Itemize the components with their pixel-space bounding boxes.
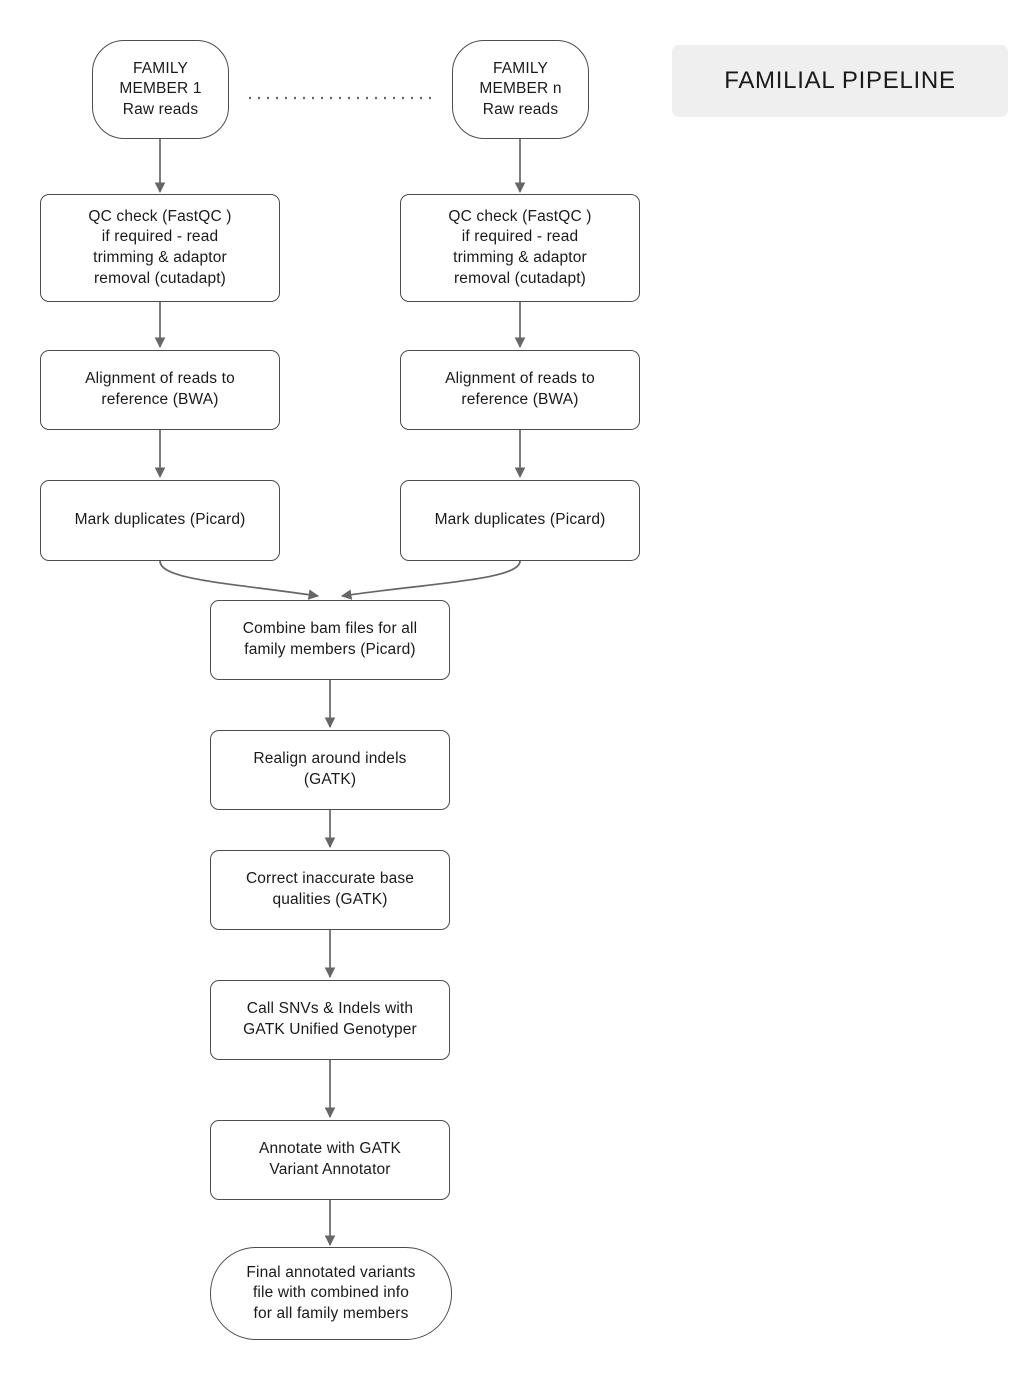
edge-markdup-left-to-combine xyxy=(159,560,320,600)
node-family-member-1-label: FAMILY MEMBER 1 Raw reads xyxy=(119,59,202,118)
node-final-annotated-variants-label: Final annotated variants file with combi… xyxy=(246,1263,416,1322)
node-alignment-right[interactable]: Alignment of reads to reference (BWA) xyxy=(400,350,640,430)
node-mark-duplicates-right[interactable]: Mark duplicates (Picard) xyxy=(400,480,640,561)
node-qc-check-left-label: QC check (FastQC ) if required - read tr… xyxy=(88,207,232,287)
node-mark-duplicates-left-label: Mark duplicates (Picard) xyxy=(74,511,246,529)
node-realign-indels-label: Realign around indels (GATK) xyxy=(253,750,407,788)
node-annotate-variants[interactable]: Annotate with GATK Variant Annotator xyxy=(210,1120,450,1200)
node-final-annotated-variants[interactable]: Final annotated variants file with combi… xyxy=(210,1247,452,1340)
node-call-variants[interactable]: Call SNVs & Indels with GATK Unified Gen… xyxy=(210,980,450,1060)
node-family-member-1[interactable]: FAMILY MEMBER 1 Raw reads xyxy=(92,40,229,139)
node-mark-duplicates-right-label: Mark duplicates (Picard) xyxy=(434,511,606,529)
node-realign-indels[interactable]: Realign around indels (GATK) xyxy=(210,730,450,810)
node-family-member-n[interactable]: FAMILY MEMBER n Raw reads xyxy=(452,40,589,139)
node-family-member-n-label: FAMILY MEMBER n Raw reads xyxy=(479,59,562,118)
node-qc-check-right-label: QC check (FastQC ) if required - read tr… xyxy=(448,207,592,287)
node-mark-duplicates-left[interactable]: Mark duplicates (Picard) xyxy=(40,480,280,561)
node-call-variants-label: Call SNVs & Indels with GATK Unified Gen… xyxy=(243,1000,417,1038)
edge-markdup-right-to-combine xyxy=(340,560,521,600)
node-base-quality-recalibration[interactable]: Correct inaccurate base qualities (GATK) xyxy=(210,850,450,930)
node-alignment-right-label: Alignment of reads to reference (BWA) xyxy=(445,370,595,408)
node-alignment-left[interactable]: Alignment of reads to reference (BWA) xyxy=(40,350,280,430)
node-base-quality-recalibration-label: Correct inaccurate base qualities (GATK) xyxy=(245,870,415,908)
node-qc-check-right[interactable]: QC check (FastQC ) if required - read tr… xyxy=(400,194,640,302)
node-combine-bam-files[interactable]: Combine bam files for all family members… xyxy=(210,600,450,680)
node-combine-bam-files-label: Combine bam files for all family members… xyxy=(242,620,418,658)
diagram-title: FAMILIAL PIPELINE xyxy=(672,45,1008,117)
node-alignment-left-label: Alignment of reads to reference (BWA) xyxy=(85,370,235,408)
node-qc-check-left[interactable]: QC check (FastQC ) if required - read tr… xyxy=(40,194,280,302)
diagram-title-text: FAMILIAL PIPELINE xyxy=(724,67,956,94)
node-annotate-variants-label: Annotate with GATK Variant Annotator xyxy=(258,1140,402,1178)
